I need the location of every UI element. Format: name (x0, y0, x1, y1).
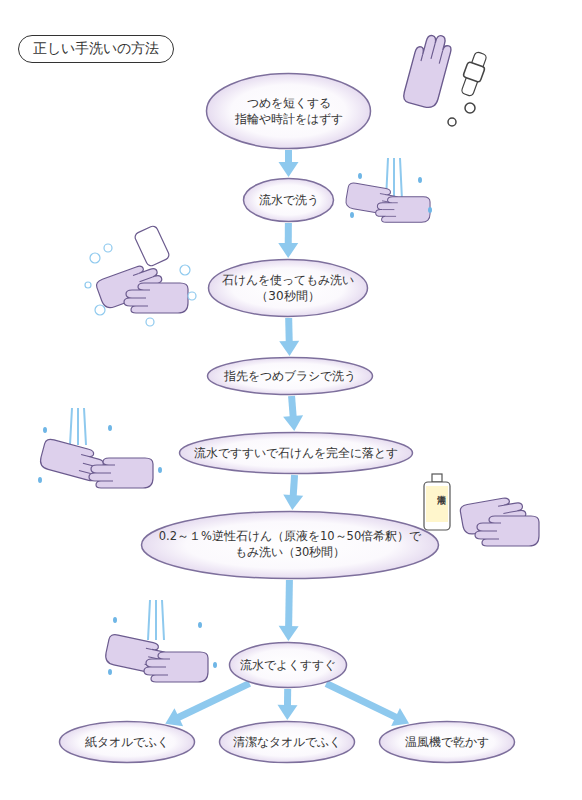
arrow-shaft (176, 683, 249, 718)
ellipse-outline (205, 72, 372, 150)
arrow-head (277, 705, 297, 720)
disinfectant-bottle-hands (424, 474, 539, 546)
arrow-head (279, 162, 299, 177)
process-ellipse: つめを短くする 指輪や時計をはずす (205, 72, 372, 150)
flow-arrow (283, 475, 303, 510)
node-text-wrap: つめを短くする 指輪や時計をはずす (205, 72, 372, 150)
node-label: 紙タオルでふく (85, 734, 169, 750)
ellipse-shape (230, 643, 347, 688)
process-ellipse: 0.2～１%逆性石けん（原液を10～50倍希釈）で もみ洗い（30秒間） (140, 510, 440, 580)
final-rinse-hands (104, 600, 217, 682)
process-ellipse: 流水ですすいで石けんを完全に落とす (178, 431, 414, 475)
arrow-shaft (326, 684, 398, 719)
process-ellipse: 清潔なタオルでふく (218, 720, 356, 764)
flow-arrow (165, 683, 249, 726)
flow-arrow (279, 318, 299, 356)
node-text-wrap: 清潔なタオルでふく (218, 720, 356, 764)
node-text-wrap: 流水で洗う (242, 177, 335, 223)
hand-watch-ring (402, 30, 487, 126)
arrow-shaft (285, 318, 293, 344)
arrow-head (283, 494, 303, 510)
node-label: 石けんを使ってもみ洗い （30秒間） (213, 272, 363, 304)
arrow-shaft (293, 475, 295, 498)
soap-lather-hands (85, 225, 196, 326)
flow-arrow (326, 684, 409, 727)
arrow-head (279, 341, 299, 356)
flow-arrow (278, 223, 298, 258)
node-label: 清潔なタオルでふく (233, 734, 341, 750)
ellipse-outline (207, 258, 369, 318)
node-label: 流水ですすいで石けんを完全に落とす (194, 445, 398, 461)
process-ellipse: 指先をつめブラシで洗う (206, 356, 374, 396)
arrow-head (391, 708, 409, 726)
rinsing-hands-water (38, 408, 162, 488)
title: 正しい手洗いの方法 (18, 35, 174, 63)
process-ellipse: 流水でよくすすぐ (228, 641, 348, 689)
node-text-wrap: 0.2～１%逆性石けん（原液を10～50倍希釈）で もみ洗い（30秒間） (140, 510, 440, 580)
node-text-wrap: 流水でよくすすぐ (228, 641, 348, 689)
arrow-head (283, 415, 303, 431)
arrow-head (278, 243, 298, 258)
node-text-wrap: 石けんを使ってもみ洗い （30秒間） (207, 258, 369, 318)
node-label: 流水で洗う (259, 192, 319, 208)
node-label: 流水でよくすすぐ (240, 657, 336, 673)
ellipse-shape (244, 179, 334, 222)
node-text-wrap: 指先をつめブラシで洗う (206, 356, 374, 396)
ellipse-shape (208, 358, 373, 395)
flow-arrow (279, 580, 299, 641)
node-text-wrap: 紙タオルでふく (58, 720, 196, 764)
node-label: 温風機で乾かす (405, 734, 489, 750)
flow-arrow (283, 396, 303, 431)
arrow-head (279, 626, 299, 641)
arrow-shaft (292, 396, 294, 419)
ellipse-shape (220, 722, 355, 763)
ellipse-shape (180, 433, 413, 474)
arrow-shaft (285, 223, 292, 246)
node-label: 0.2～１%逆性石けん（原液を10～50倍希釈）で もみ洗い（30秒間） (154, 529, 426, 560)
washing-hands-water (345, 158, 432, 222)
ellipse-shape (209, 260, 368, 317)
flow-arrow (279, 150, 299, 177)
arrow-head (165, 708, 183, 726)
arrow-shaft (285, 580, 293, 629)
flow-arrow (277, 689, 297, 720)
node-text-wrap: 流水ですすいで石けんを完全に落とす (178, 431, 414, 475)
process-ellipse: 流水で洗う (242, 177, 335, 223)
ellipse-shape (207, 74, 371, 149)
node-label: 指先をつめブラシで洗う (224, 368, 356, 384)
process-ellipse: 紙タオルでふく (58, 720, 196, 764)
process-ellipse: 石けんを使ってもみ洗い （30秒間） (207, 258, 369, 318)
ellipse-shape (380, 722, 515, 763)
node-text-wrap: 温風機で乾かす (378, 720, 516, 764)
node-label: つめを短くする 指輪や時計をはずす (224, 95, 354, 127)
ellipse-shape (142, 512, 439, 579)
ellipse-shape (60, 722, 195, 763)
process-ellipse: 温風機で乾かす (378, 720, 516, 764)
